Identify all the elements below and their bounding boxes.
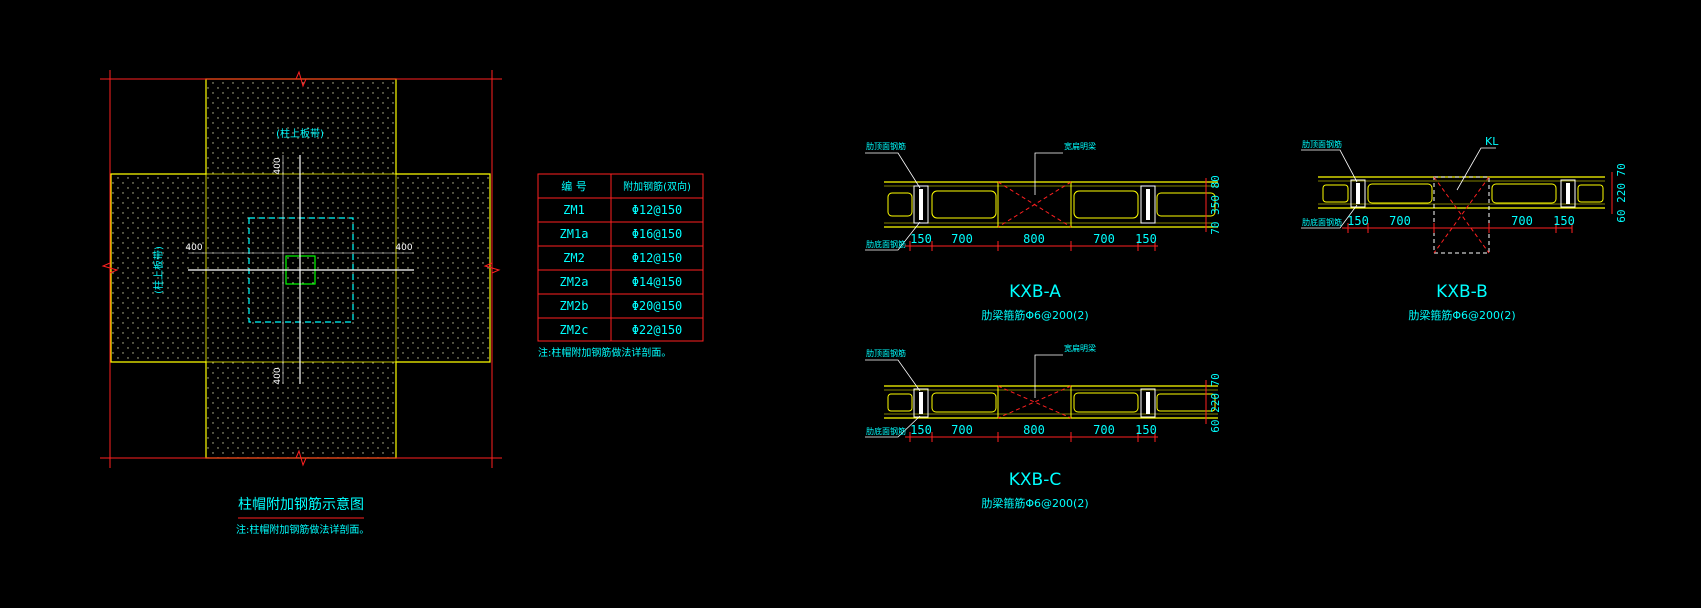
break-mark-top (295, 70, 307, 88)
dim-text: 800 (1023, 423, 1045, 437)
dim-right: 400 (395, 243, 412, 253)
plan-note: 注:柱帽附加钢筋做法详剖面。 (236, 523, 369, 536)
bottom-rebar-tag: 肋底面钢筋 (866, 239, 906, 249)
section-kxb-c: 肋顶面钢筋 肋底面钢筋 宽扁明梁 150 700 800 700 150 60 … (865, 343, 1222, 510)
table-cell-code: ZM2 (563, 251, 585, 265)
table-cell-code: ZM1 (563, 203, 585, 217)
dim-text: 800 (1023, 232, 1045, 246)
section-subtitle: 肋梁箍筋Φ6@200(2) (1408, 308, 1515, 322)
dim-top: 400 (273, 157, 283, 174)
top-strip-label: (柱上板带) (276, 127, 324, 140)
dim-text: 150 (1135, 232, 1157, 246)
vertical-dims: 60 220 70 (1615, 163, 1628, 223)
break-mark-bottom (295, 449, 307, 467)
plan-title: 柱帽附加钢筋示意图 (238, 496, 364, 513)
table-cell-rebar: Φ16@150 (632, 227, 683, 241)
table-header-code: 编 号 (561, 179, 587, 193)
table-cell-rebar: Φ12@150 (632, 203, 683, 217)
dim-left: 400 (185, 243, 202, 253)
dim-text: 700 (1511, 214, 1533, 228)
vertical-dims: 70 350 80 (1209, 175, 1222, 235)
section-subtitle: 肋梁箍筋Φ6@200(2) (981, 308, 1088, 322)
table-cell-rebar: Φ14@150 (632, 275, 683, 289)
beam-tag: 宽扁明梁 (1064, 343, 1096, 353)
dim-text: 700 (1093, 423, 1115, 437)
bottom-rebar-tag: 肋底面钢筋 (1302, 217, 1342, 227)
table-cell-rebar: Φ12@150 (632, 251, 683, 265)
column-cap-plan: (柱上板带) (柱上板带) 400 400 400 400 柱帽附加钢筋示意图 … (100, 70, 502, 536)
dim-text: 700 (951, 232, 973, 246)
rebar-table: 编 号 附加钢筋(双向) ZM1 Φ12@150 ZM1a Φ16@150 ZM… (537, 173, 704, 359)
top-rebar-tag: 肋顶面钢筋 (866, 141, 906, 151)
break-mark-right (483, 262, 501, 274)
section-title: KXB-C (1009, 470, 1061, 490)
table-header-rebar: 附加钢筋(双向) (623, 180, 691, 193)
dim-text: 700 (1093, 232, 1115, 246)
dim-text: 150 (1135, 423, 1157, 437)
beam-tag: 宽扁明梁 (1064, 141, 1096, 151)
dim-text: 150 (1347, 214, 1369, 228)
dim-text: 150 (910, 423, 932, 437)
table-cell-code: ZM1a (560, 227, 589, 241)
dim-text: 700 (951, 423, 973, 437)
section-subtitle: 肋梁箍筋Φ6@200(2) (981, 496, 1088, 510)
table-cell-rebar: Φ22@150 (632, 323, 683, 337)
section-title: KXB-A (1009, 282, 1061, 302)
top-rebar-tag: 肋顶面钢筋 (866, 348, 906, 358)
table-cell-rebar: Φ20@150 (632, 299, 683, 313)
table-cell-code: ZM2a (560, 275, 589, 289)
left-strip-label: (柱上板带) (152, 246, 165, 294)
vertical-dims: 60 220 70 (1209, 373, 1222, 433)
break-mark-left (101, 262, 119, 274)
section-kxb-b: 肋顶面钢筋 肋底面钢筋 KL 150 700 700 150 60 220 70… (1301, 135, 1628, 322)
table-note: 注:柱帽附加钢筋做法详剖面。 (538, 346, 671, 359)
top-rebar-tag: 肋顶面钢筋 (1302, 139, 1342, 149)
dim-bottom: 400 (273, 367, 283, 384)
bottom-rebar-tag: 肋底面钢筋 (866, 426, 906, 436)
dim-text: 150 (910, 232, 932, 246)
section-title: KXB-B (1436, 282, 1488, 302)
section-kxb-a: 肋顶面钢筋 肋底面钢筋 宽扁明梁 150 700 800 700 150 70 … (865, 141, 1222, 322)
table-cell-code: ZM2b (560, 299, 589, 313)
beam-tag: KL (1485, 135, 1499, 148)
dim-text: 150 (1553, 214, 1575, 228)
table-cell-code: ZM2c (560, 323, 589, 337)
dim-text: 700 (1389, 214, 1411, 228)
